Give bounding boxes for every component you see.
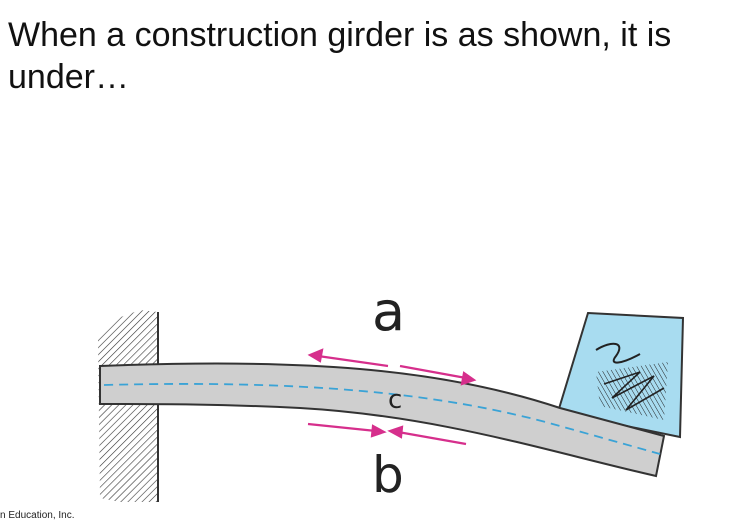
label-c: c (388, 385, 402, 415)
force-arrow-icon (460, 371, 477, 386)
force-arrow-icon (387, 425, 404, 439)
wall-hatching-icon (98, 310, 158, 502)
bottom-force-arrows (307, 422, 467, 446)
label-b: b (372, 446, 404, 504)
neutral-axis (103, 383, 661, 455)
label-a: a (372, 280, 405, 343)
load-box-scribble-icon (596, 362, 668, 420)
load-box-icon (556, 311, 685, 439)
girder-beam (99, 362, 666, 478)
top-force-arrows (307, 348, 477, 386)
copyright-credit: n Education, Inc. (0, 510, 75, 521)
force-arrow-icon (307, 348, 324, 363)
wall (98, 310, 159, 502)
question-text: When a construction girder is as shown, … (8, 16, 672, 96)
force-arrow-icon (370, 424, 387, 438)
